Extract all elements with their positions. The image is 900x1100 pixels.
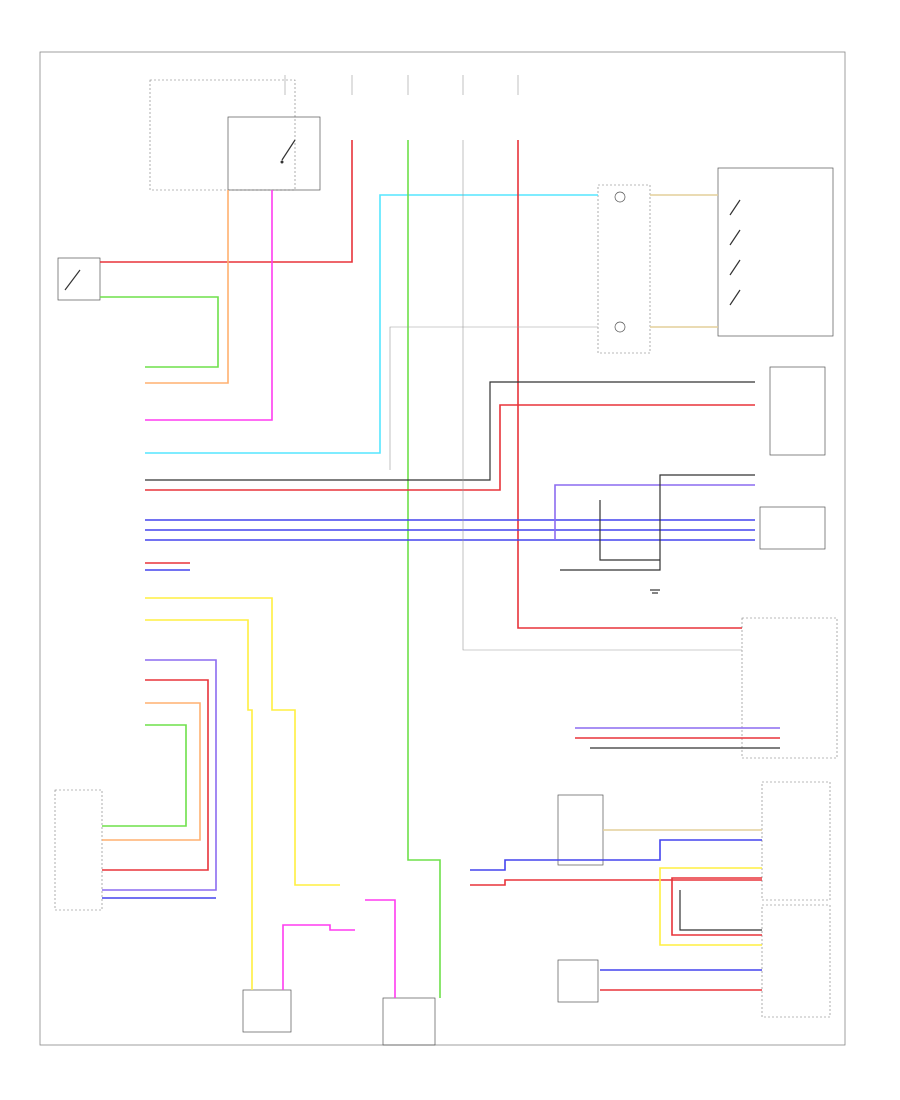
wire-orange xyxy=(145,190,229,384)
switch-icon xyxy=(729,199,741,306)
wire-red-right xyxy=(145,404,755,491)
wire-pink xyxy=(145,190,273,421)
wire-black-2 xyxy=(560,474,755,571)
connector-icon xyxy=(614,321,626,333)
fuse-icon xyxy=(284,75,519,95)
wire-gray xyxy=(462,140,742,651)
wire-red-trs xyxy=(671,877,762,936)
wire-green-vertical xyxy=(407,140,441,998)
cruise-main-switch-box xyxy=(769,366,826,456)
wire-violet xyxy=(554,484,755,540)
wire-black xyxy=(145,381,755,481)
stop-lamp-switch-box xyxy=(57,257,101,301)
switch-icon xyxy=(64,269,81,291)
wire-black-trs xyxy=(679,890,762,931)
output-speed-sensor-box xyxy=(557,959,599,1003)
transmission-range-switch-box xyxy=(761,904,831,1018)
ground-icon xyxy=(650,589,660,594)
relay-box xyxy=(149,79,296,191)
wire-red-ecm xyxy=(102,679,209,871)
wire-pink-brake xyxy=(365,899,396,998)
throttle-relay-box xyxy=(227,116,321,191)
wire-red-lower xyxy=(517,140,742,629)
wire-gray-2 xyxy=(389,326,598,470)
fuse-block-row xyxy=(149,75,519,191)
brake-pedal-switch-box xyxy=(382,997,436,1046)
wire-yellow-2 xyxy=(145,619,253,990)
wire-pink-bottom xyxy=(282,924,355,990)
throttle-control-motor-box xyxy=(759,506,826,550)
cruise-switch-box xyxy=(717,167,834,337)
wire-green xyxy=(100,296,219,368)
clutch-pedal-switch-box xyxy=(242,989,292,1033)
wire-black-3 xyxy=(599,500,660,561)
wire-red-speed xyxy=(470,879,762,886)
wire-violet-2 xyxy=(102,659,217,891)
speed-sensor-box xyxy=(557,794,604,866)
connector-icon xyxy=(614,191,626,203)
diagram-frame xyxy=(39,51,846,1046)
clock-spring-box xyxy=(597,184,651,354)
switch-icon xyxy=(280,139,296,164)
wire-green-ecm xyxy=(102,724,187,827)
tcm-box xyxy=(761,781,831,901)
wire-red xyxy=(100,140,353,263)
wire-orange-ecm xyxy=(102,702,201,841)
ask-box xyxy=(741,617,838,759)
wire-blue-speed xyxy=(470,839,762,871)
ecm-box xyxy=(54,789,103,911)
wire-cyan xyxy=(145,194,598,454)
wire-yellow xyxy=(145,597,340,886)
wire-yellow-trs xyxy=(659,867,762,946)
